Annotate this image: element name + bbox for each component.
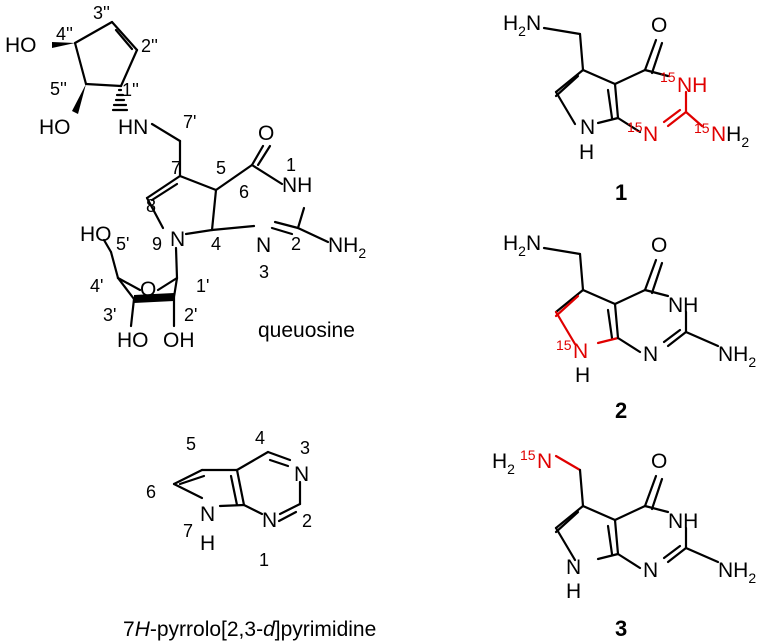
compound-2-structure bbox=[542, 246, 720, 354]
c1-iso-n3: 15 bbox=[660, 69, 676, 85]
q-hn: HN bbox=[118, 116, 148, 139]
pp-num-6: 6 bbox=[146, 482, 156, 502]
c3-n1: N bbox=[643, 559, 658, 582]
c2-n7: N bbox=[573, 340, 588, 363]
q-num-2pp: 2'' bbox=[141, 36, 158, 56]
q-num-3: 3 bbox=[259, 262, 269, 282]
pp-num-7: 7 bbox=[183, 521, 193, 541]
c3-n: N bbox=[537, 450, 552, 473]
compound-1-label: 1 bbox=[615, 180, 627, 205]
c3-h7: H bbox=[566, 580, 581, 603]
queuosine-name: queuosine bbox=[258, 319, 355, 342]
pp-num-4: 4 bbox=[255, 428, 265, 448]
q-num-2: 2 bbox=[291, 234, 301, 254]
q-ho-3p: HO bbox=[117, 329, 149, 352]
q-num-9: 9 bbox=[152, 234, 162, 254]
q-num-2p: 2' bbox=[184, 305, 197, 325]
c3-o: O bbox=[651, 450, 667, 473]
compound-3-label: 3 bbox=[615, 616, 627, 641]
c2-h2n: H2N bbox=[503, 232, 541, 259]
c2-nh2: NH2 bbox=[718, 343, 756, 370]
q-ho-5p: HO bbox=[80, 223, 112, 246]
q-n3: N bbox=[256, 234, 271, 257]
q-num-4p: 4' bbox=[90, 276, 103, 296]
c3-nh2: NH2 bbox=[718, 559, 756, 586]
pyrrolopyrimidine-name: 7H-pyrrolo[2,3-d]pyrimidine bbox=[123, 618, 376, 641]
q-num-6: 6 bbox=[239, 182, 249, 202]
q-num-7p: 7' bbox=[183, 112, 196, 132]
compound-3-structure bbox=[554, 454, 720, 570]
q-num-3pp: 3'' bbox=[93, 3, 110, 23]
c1-h7: H bbox=[579, 141, 594, 164]
c2-iso-n7: 15 bbox=[556, 337, 572, 353]
pp-num-1: 1 bbox=[259, 550, 269, 570]
c1-n7: N bbox=[580, 116, 595, 139]
c2-n3h: NH bbox=[668, 294, 698, 317]
pp-num-5: 5 bbox=[186, 434, 196, 454]
c3-h2: H2 bbox=[492, 450, 515, 477]
pp-n1: N bbox=[262, 509, 277, 532]
pp-num-2: 2 bbox=[302, 511, 312, 531]
c2-h7: H bbox=[575, 364, 590, 387]
q-num-7: 7 bbox=[171, 158, 181, 178]
c1-iso-nh2: 15 bbox=[694, 120, 710, 136]
pyrrolopyrimidine-structure bbox=[172, 450, 302, 523]
c1-n3h: NH bbox=[677, 74, 707, 97]
c1-o: O bbox=[651, 14, 667, 37]
q-o-ring: O bbox=[140, 278, 156, 301]
q-num-3p: 3' bbox=[103, 305, 116, 325]
q-num-1: 1 bbox=[286, 155, 296, 175]
q-num-4: 4 bbox=[211, 234, 221, 254]
q-nh2: NH2 bbox=[328, 234, 366, 261]
c1-h2n: H2N bbox=[503, 12, 541, 39]
c3-n3h: NH bbox=[668, 510, 698, 533]
c2-o: O bbox=[651, 234, 667, 257]
q-num-1p: 1' bbox=[196, 276, 209, 296]
q-oh-2p: OH bbox=[163, 329, 195, 352]
q-num-8: 8 bbox=[146, 196, 156, 216]
q-num-4pp: 4'' bbox=[56, 24, 73, 44]
q-num-5: 5 bbox=[216, 158, 226, 178]
c1-iso-n1: 15 bbox=[627, 119, 643, 135]
q-n9: N bbox=[170, 228, 185, 251]
c3-n7: N bbox=[566, 556, 581, 579]
q-num-5pp: 5'' bbox=[50, 79, 67, 99]
compound-2-label: 2 bbox=[615, 398, 627, 423]
pp-n7: N bbox=[200, 503, 215, 526]
c3-iso-n: 15 bbox=[520, 447, 536, 463]
c1-nh2: NH2 bbox=[711, 123, 749, 150]
q-n1h: NH bbox=[282, 174, 312, 197]
queuosine-structure bbox=[52, 20, 330, 328]
hashed-bond-1pp bbox=[111, 88, 129, 112]
c2-n1: N bbox=[643, 343, 658, 366]
pp-n3: N bbox=[294, 463, 309, 486]
pp-num-3: 3 bbox=[300, 438, 310, 458]
c1-n1: N bbox=[643, 123, 658, 146]
pp-h7: H bbox=[200, 532, 215, 555]
q-ho-5pp: HO bbox=[39, 116, 71, 139]
q-o6: O bbox=[258, 122, 274, 145]
compound-1-structure bbox=[542, 26, 704, 134]
q-num-1pp: 1'' bbox=[122, 80, 139, 100]
q-ho-4pp: HO bbox=[5, 34, 37, 57]
q-num-5p: 5' bbox=[116, 234, 129, 254]
